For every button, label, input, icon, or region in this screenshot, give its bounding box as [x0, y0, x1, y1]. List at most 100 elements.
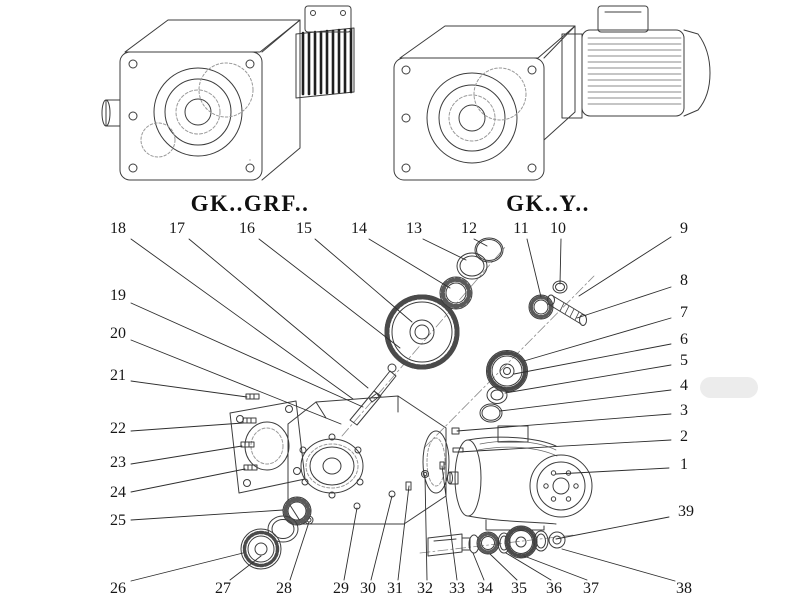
- callout-2: 2: [680, 428, 688, 445]
- callout-36: 36: [546, 580, 562, 597]
- callout-31: 31: [387, 580, 403, 597]
- leader-line-24: [130, 468, 246, 493]
- pinion-shaft: [349, 363, 397, 426]
- callout-24: 24: [110, 484, 126, 501]
- callout-7: 7: [680, 304, 688, 321]
- leader-line-39: [555, 516, 670, 540]
- callout-28: 28: [276, 580, 292, 597]
- motor: [447, 425, 593, 531]
- callout-27: 27: [215, 580, 231, 597]
- leader-line-15: [314, 238, 413, 323]
- callout-21: 21: [110, 367, 126, 384]
- leader-line-38: [561, 548, 676, 582]
- gearbox-y-drawing: [393, 5, 711, 181]
- callout-23: 23: [110, 454, 126, 471]
- bearing-14: [439, 276, 473, 310]
- leader-line-34: [472, 552, 485, 581]
- callout-8: 8: [680, 272, 688, 289]
- leader-line-2: [457, 439, 672, 453]
- callout-39: 39: [678, 503, 694, 520]
- exploded-view: [229, 237, 595, 570]
- retaining-rings: [456, 237, 504, 280]
- leader-line-1: [555, 467, 670, 475]
- leader-line-11: [526, 238, 542, 298]
- leader-line-22: [130, 422, 244, 432]
- variant-label-y: GK..Y..: [506, 191, 590, 216]
- leader-line-19: [130, 302, 364, 408]
- leader-line-30: [370, 495, 393, 581]
- callout-16: 16: [239, 220, 255, 237]
- variant-label-grf: GK..GRF..: [190, 191, 310, 216]
- leader-line-5: [504, 364, 672, 394]
- callout-22: 22: [110, 420, 126, 437]
- gearbox-grf-drawing: [101, 5, 355, 181]
- leader-line-4: [499, 389, 672, 412]
- callout-5: 5: [680, 352, 688, 369]
- leader-line-10: [559, 238, 562, 285]
- leader-line-36: [505, 552, 552, 581]
- callout-1: 1: [680, 456, 688, 473]
- leader-line-20: [130, 339, 342, 425]
- watermark: [700, 377, 758, 398]
- flange-bolts: [240, 393, 260, 471]
- gear-housing: [287, 395, 450, 525]
- leader-line-13: [422, 238, 467, 261]
- callout-18: 18: [110, 220, 126, 237]
- leader-line-33: [441, 465, 458, 581]
- callout-12: 12: [461, 220, 477, 237]
- small-fasteners: [304, 427, 464, 525]
- callout-3: 3: [680, 402, 688, 419]
- leader-line-37: [523, 555, 588, 581]
- callout-38: 38: [676, 580, 692, 597]
- leader-line-21: [130, 380, 248, 398]
- callout-26: 26: [110, 580, 126, 597]
- callout-35: 35: [511, 580, 527, 597]
- callout-11: 11: [513, 220, 529, 237]
- leader-line-29: [343, 507, 358, 581]
- input-adapter-fins: [295, 27, 355, 99]
- leader-line-8: [576, 286, 672, 319]
- callout-4: 4: [680, 377, 688, 394]
- motor-drawing: [561, 5, 711, 119]
- callout-20: 20: [110, 325, 126, 342]
- leader-line-7: [523, 317, 672, 362]
- callout-30: 30: [360, 580, 376, 597]
- callout-19: 19: [110, 287, 126, 304]
- leader-line-9: [578, 236, 672, 297]
- leader-line-26: [130, 552, 244, 582]
- leader-line-3: [456, 413, 672, 432]
- callout-34: 34: [477, 580, 493, 597]
- input-shaft-assembly: [528, 280, 587, 326]
- callout-25: 25: [110, 512, 126, 529]
- callout-17: 17: [169, 220, 185, 237]
- callout-29: 29: [333, 580, 349, 597]
- callout-15: 15: [296, 220, 312, 237]
- output-shaft-assembly: [427, 525, 566, 559]
- leader-line-23: [130, 445, 243, 465]
- callout-9: 9: [680, 220, 688, 237]
- input-gear: [486, 350, 528, 392]
- leader-line-6: [513, 343, 672, 375]
- leader-line-28: [289, 521, 310, 581]
- leader-line-14: [368, 238, 451, 289]
- leader-line-18: [130, 238, 354, 400]
- callout-14: 14: [351, 220, 367, 237]
- callout-37: 37: [583, 580, 599, 597]
- callout-6: 6: [680, 331, 688, 348]
- washers: [479, 386, 508, 423]
- callout-10: 10: [550, 220, 566, 237]
- callout-33: 33: [449, 580, 465, 597]
- seal-bearing-ring: [240, 496, 312, 570]
- leader-line-32: [424, 475, 428, 581]
- output-gear: [384, 294, 460, 370]
- leader-line-25: [130, 509, 284, 521]
- callout-32: 32: [417, 580, 433, 597]
- leader-line-35: [489, 553, 518, 581]
- leader-line-31: [397, 485, 410, 581]
- leader-line-27: [229, 555, 262, 581]
- leader-line-16: [258, 238, 401, 349]
- callout-13: 13: [406, 220, 422, 237]
- leader-line-12: [473, 238, 488, 247]
